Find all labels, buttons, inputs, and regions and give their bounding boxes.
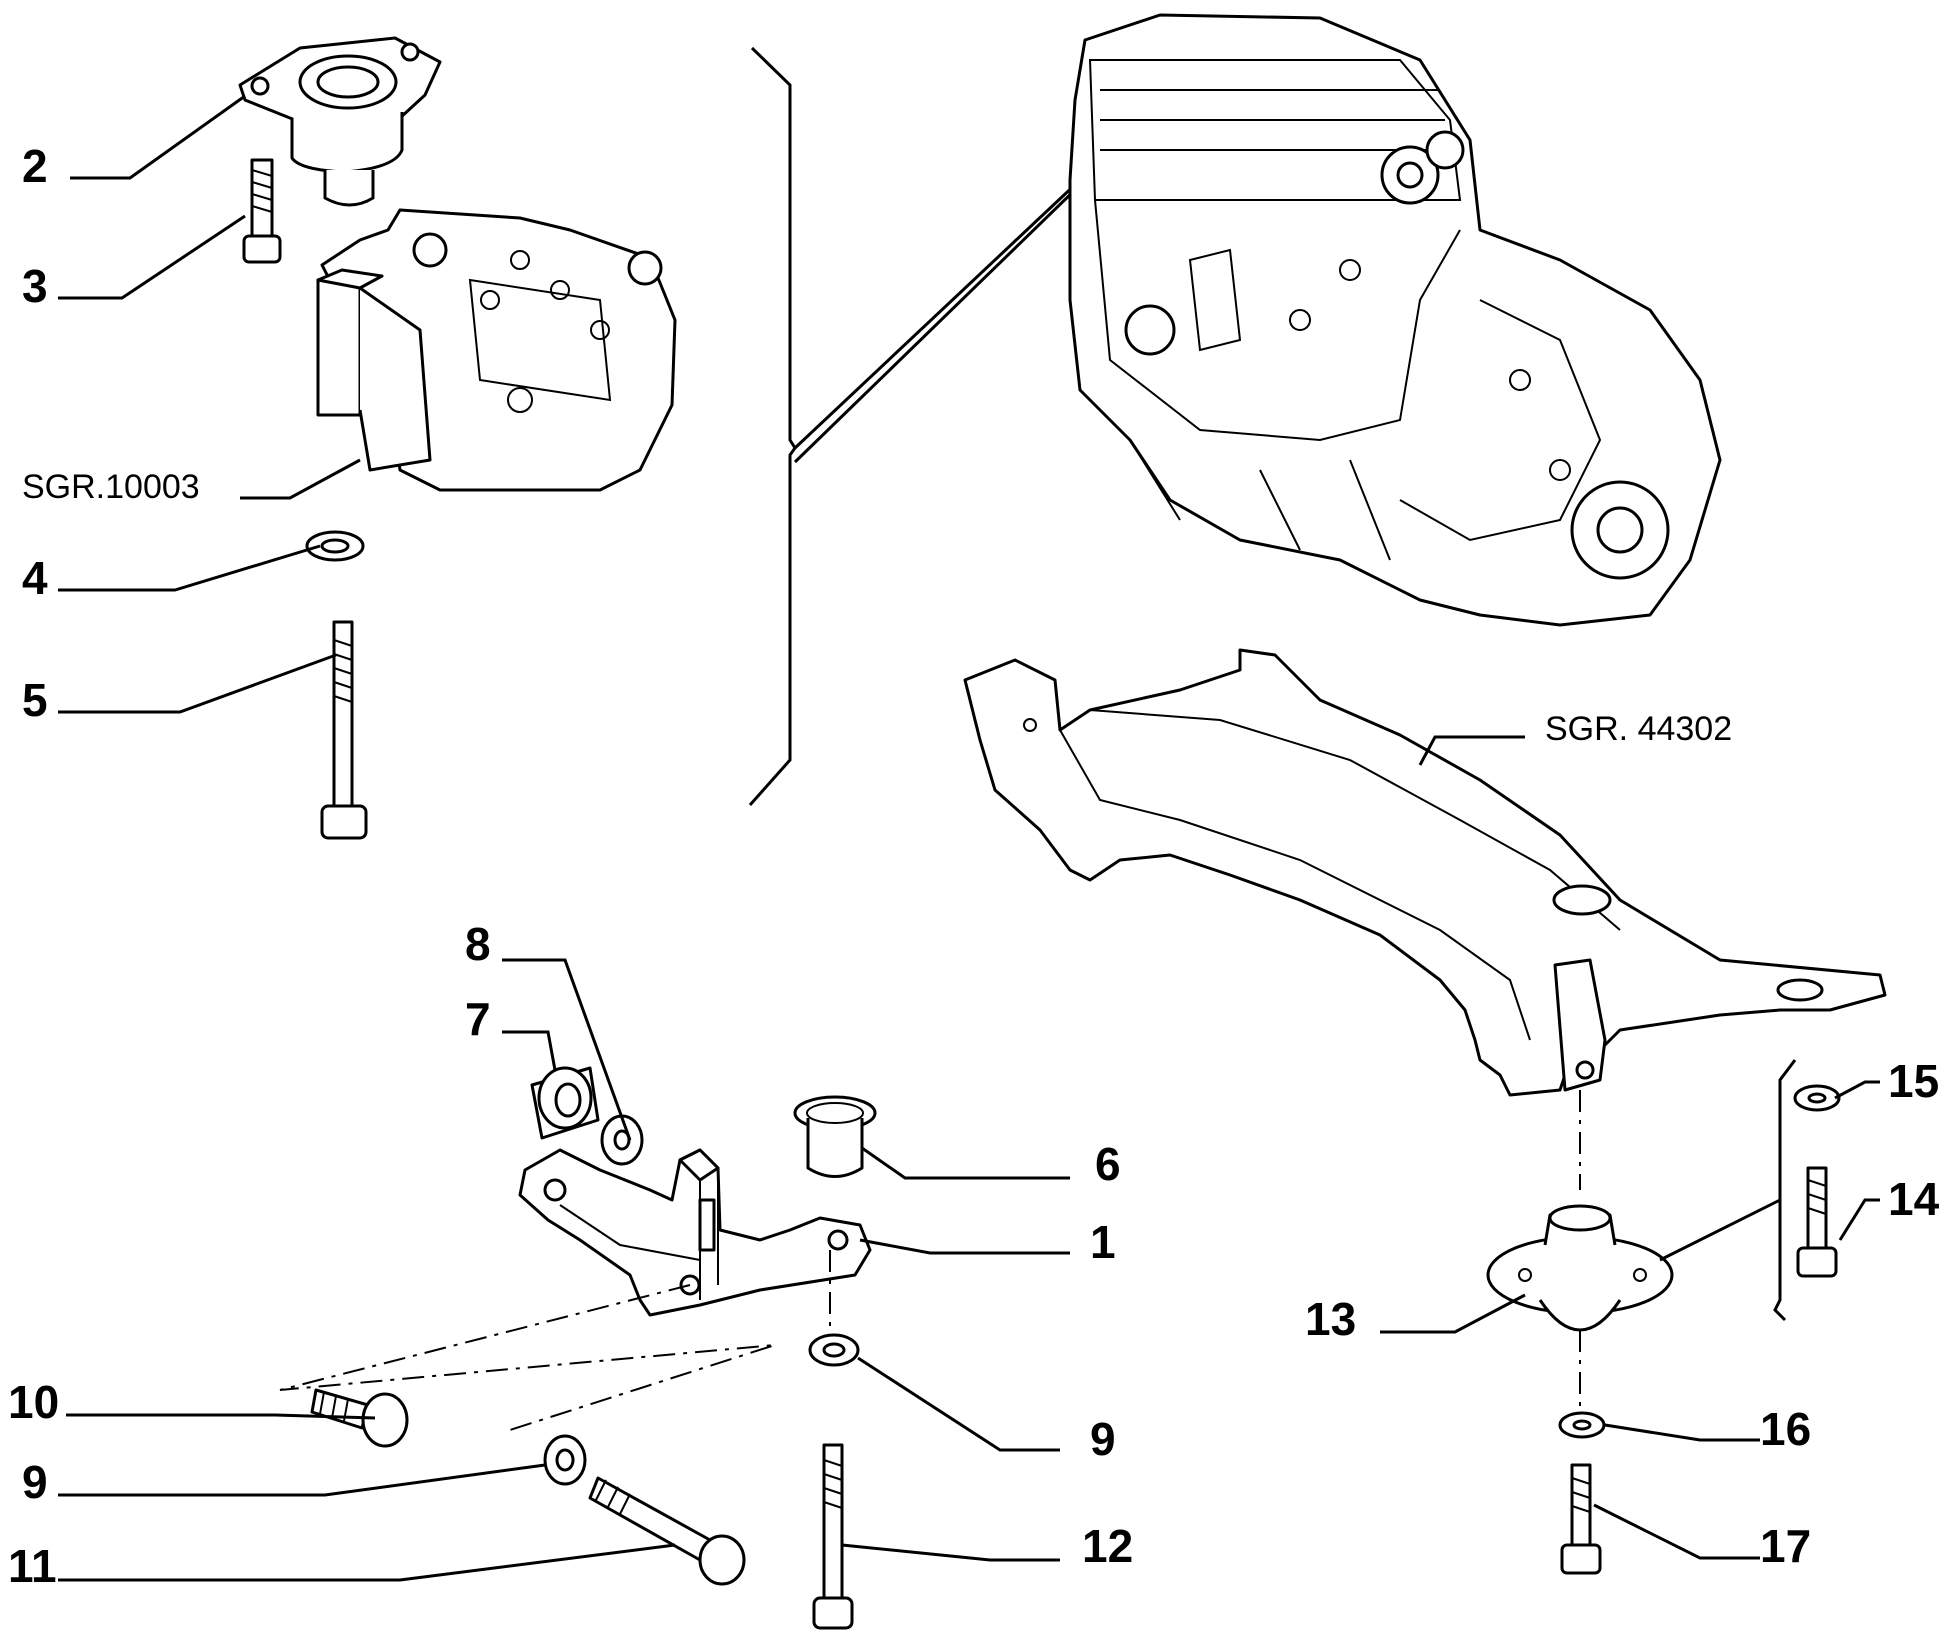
callout-1: 1 xyxy=(1090,1216,1116,1268)
part-1-bracket xyxy=(518,1148,872,1317)
part-12-bolt xyxy=(812,1443,854,1630)
part-5-long-bolt xyxy=(320,620,368,840)
part-9-washer-left xyxy=(543,1434,587,1486)
callout-7: 7 xyxy=(465,993,491,1045)
part-sgr10003-bracket xyxy=(316,208,677,492)
callout-12: 12 xyxy=(1082,1520,1133,1572)
callout-14: 14 xyxy=(1888,1173,1940,1225)
part-13-rubber-mount xyxy=(1486,1204,1674,1332)
callout-13: 13 xyxy=(1305,1293,1356,1345)
part-3-bolt xyxy=(242,158,282,264)
part-6-sleeve xyxy=(793,1095,877,1178)
callout-16: 16 xyxy=(1760,1403,1811,1455)
callout-17: 17 xyxy=(1760,1520,1811,1572)
callout-10: 10 xyxy=(8,1376,59,1428)
part-4-washer xyxy=(305,530,365,562)
engine-gearbox-assembly xyxy=(1068,13,1722,627)
callout-15: 15 xyxy=(1888,1055,1939,1107)
part-8-washer xyxy=(600,1114,644,1166)
callout-sgr-44302: SGR. 44302 xyxy=(1545,710,1732,748)
part-9-washer-right xyxy=(808,1333,860,1367)
callout-11: 11 xyxy=(8,1540,57,1592)
callout-6: 6 xyxy=(1095,1138,1121,1190)
part-17-bolt xyxy=(1560,1463,1602,1575)
part-2-mount-cap xyxy=(238,36,442,207)
part-11-bolt xyxy=(588,1476,746,1586)
callout-5: 5 xyxy=(22,674,48,726)
callout-9-left: 9 xyxy=(22,1456,48,1508)
callout-3: 3 xyxy=(22,260,48,312)
part-14-bolt xyxy=(1796,1166,1838,1278)
callout-2: 2 xyxy=(22,140,48,192)
callout-sgr-10003: SGR.10003 xyxy=(22,468,200,506)
part-16-washer xyxy=(1558,1411,1606,1439)
callout-9-right: 9 xyxy=(1090,1413,1116,1465)
subframe-crossmember xyxy=(963,648,1887,1097)
callout-4: 4 xyxy=(22,552,48,604)
callout-8: 8 xyxy=(465,918,491,970)
leader-lines xyxy=(58,94,1880,1582)
part-15-washer xyxy=(1793,1084,1841,1112)
part-7-bushing xyxy=(530,1066,600,1140)
